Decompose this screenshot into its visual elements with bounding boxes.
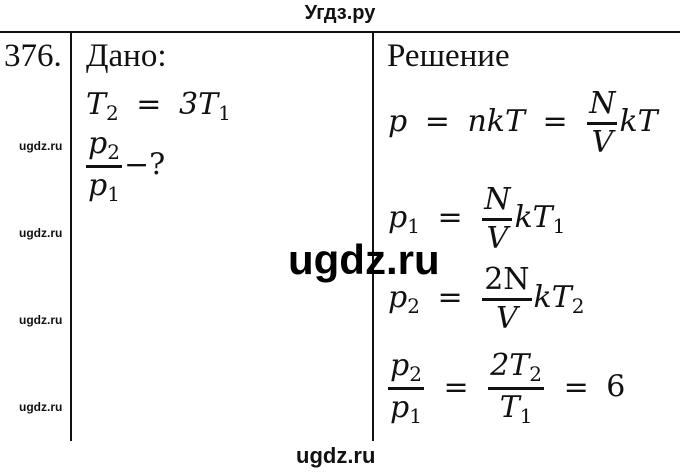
solution-equation-p2: p2 = 2N V kT2 (388, 262, 585, 336)
side-watermark: ugdz.ru (19, 400, 63, 414)
side-watermark: ugdz.ru (19, 226, 63, 240)
solution-equation-ratio-result: p2 p1 = 2T2 T1 = 6 (388, 348, 626, 428)
solution-equation-ideal-gas: p = nkT = N V kT (388, 86, 658, 160)
final-result: 6 (606, 369, 626, 405)
pressure-ratio-fraction: p2 p1 (86, 126, 122, 206)
given-heading: Дано: (86, 38, 167, 74)
side-watermark: ugdz.ru (19, 139, 63, 153)
center-watermark: ugdz.ru (288, 236, 440, 283)
side-watermark: ugdz.ru (19, 313, 63, 327)
solution-equation-p1: p1 = N V kT1 (388, 182, 566, 256)
problem-number: 376. (4, 38, 62, 74)
header-watermark: Угдз.ру (304, 2, 376, 24)
given-unknown-ratio: p2 p1 −? (86, 126, 166, 206)
table-top-border (0, 31, 680, 33)
given-temperature-relation: T2 = 3T1 (86, 87, 231, 125)
footer-watermark: ugdz.ru (296, 443, 376, 468)
solution-heading: Решение (387, 38, 510, 74)
table-divider-left (70, 31, 72, 441)
table-divider-right (372, 31, 374, 441)
